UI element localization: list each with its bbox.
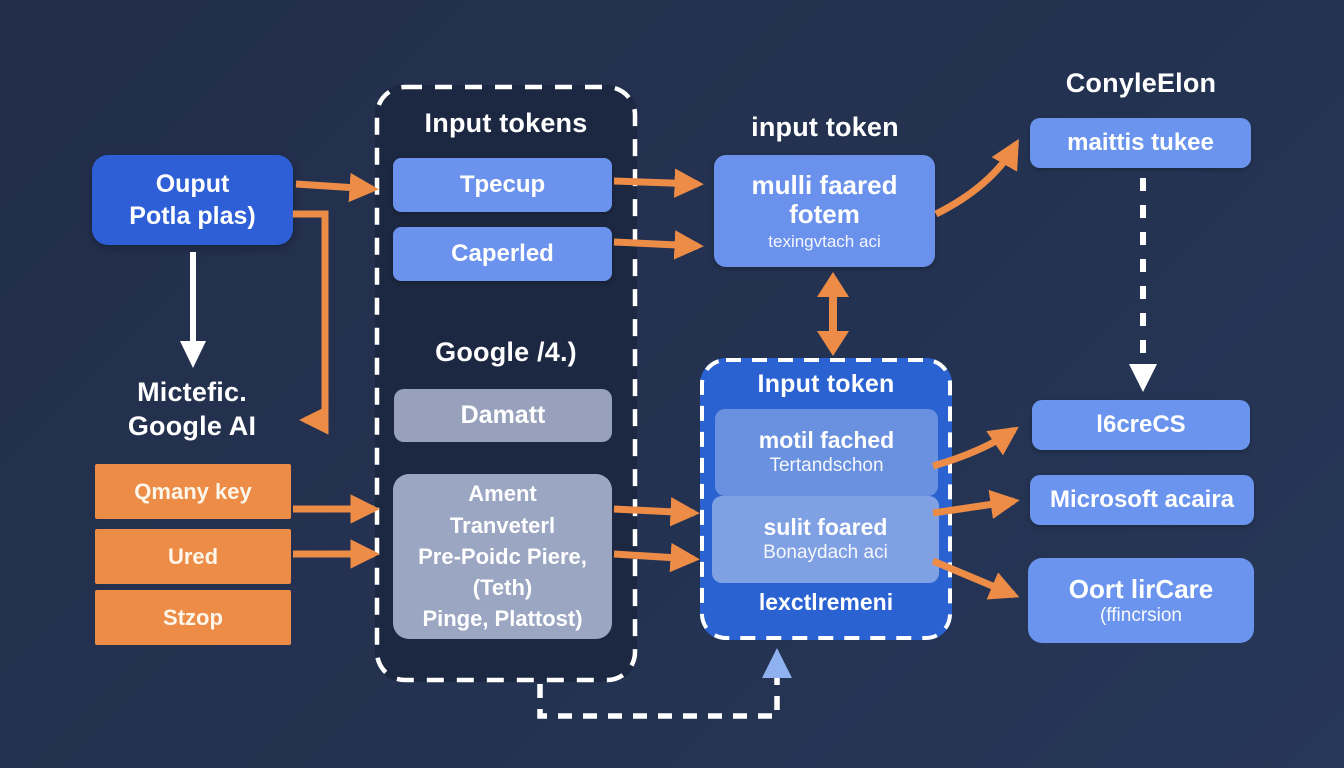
output-node-line1: Ouput xyxy=(155,170,230,198)
orange-node-qmany-key: Qmany key xyxy=(95,464,291,519)
orange-node-ured: Ured xyxy=(95,529,291,584)
inner-node-motil-line2: Tertandschon xyxy=(769,454,884,476)
ament-node: Ament Tranveterl Pre-Poidc Piere, (Teth)… xyxy=(393,474,612,639)
arrow-maittis-to-l6crecs xyxy=(1129,178,1157,392)
tpecup-label: Tpecup xyxy=(459,171,546,198)
ament-line: (Teth) xyxy=(472,575,533,601)
maittis-node: maittis tukee xyxy=(1030,118,1251,168)
inner-node-sulit-line1: sulit foared xyxy=(763,514,888,541)
arrow-mulli-panel-bidirectional xyxy=(817,272,849,356)
oort-line2: (ffincrsion xyxy=(1099,604,1182,626)
microsoft-label: Microsoft acaira xyxy=(1049,486,1235,513)
arrow-output-to-tpecup xyxy=(295,172,379,203)
orange-node-label: Stzop xyxy=(163,604,223,630)
ament-line: Ament xyxy=(468,481,537,507)
caperled-node: Caperled xyxy=(393,227,612,281)
inner-node-sulit: sulit foared Bonaydach aci xyxy=(712,496,939,583)
arrow-output-down xyxy=(180,252,206,368)
google-ai-label: Mictefic. Google AI xyxy=(80,376,304,444)
ament-line: Pre-Poidc Piere, xyxy=(418,543,587,569)
input-token-panel-title: Input token xyxy=(757,370,895,398)
caperled-label: Caperled xyxy=(451,240,554,267)
input-token-title: input token xyxy=(751,112,899,142)
multi-feared-line2: fotem xyxy=(789,199,860,230)
output-node: Ouput Potla plas) xyxy=(92,155,293,245)
output-node-line2: Potla plas) xyxy=(129,202,256,230)
maittis-label: maittis tukee xyxy=(1067,129,1214,156)
orange-node-label: Ured xyxy=(167,543,219,569)
microsoft-node: Microsoft acaira xyxy=(1030,475,1254,525)
ament-line: Tranveterl xyxy=(449,512,556,538)
orange-node-label: Qmany key xyxy=(134,478,252,504)
multi-feared-node: mulli faared fotem texingvtach aci xyxy=(714,155,935,267)
multi-feared-line3: texingvtach aci xyxy=(768,231,881,251)
feedback-arrowhead xyxy=(762,648,792,678)
arrow-mulli-to-maittis xyxy=(934,138,1020,218)
input-tokens-title: Input tokens xyxy=(424,108,588,138)
google4-title: Google /4.) xyxy=(435,337,577,367)
oort-line1: Oort lirCare xyxy=(1068,573,1214,604)
oort-node: Oort lirCare (ffincrsion xyxy=(1028,558,1254,643)
orange-node-stzop: Stzop xyxy=(95,590,291,645)
inner-node-sulit-line2: Bonaydach aci xyxy=(763,541,888,563)
google-ai-label-line2: Google AI xyxy=(127,410,257,441)
input-token-panel-footer: lexctlremeni xyxy=(758,589,894,615)
multi-feared-line1: mulli faared xyxy=(751,170,898,201)
ament-line: Pinge, Plattost) xyxy=(422,606,583,632)
damatt-node: Damatt xyxy=(394,389,612,442)
l6crecs-node: l6creCS xyxy=(1032,400,1250,450)
inner-node-motil: motil fached Tertandschon xyxy=(715,409,938,496)
google-ai-label-line1: Mictefic. xyxy=(137,377,247,407)
conyleelon-title: ConyleElon xyxy=(1065,68,1217,98)
tpecup-node: Tpecup xyxy=(393,158,612,212)
inner-node-motil-line1: motil fached xyxy=(758,427,895,454)
l6crecs-label: l6creCS xyxy=(1096,411,1186,438)
damatt-label: Damatt xyxy=(460,401,546,429)
